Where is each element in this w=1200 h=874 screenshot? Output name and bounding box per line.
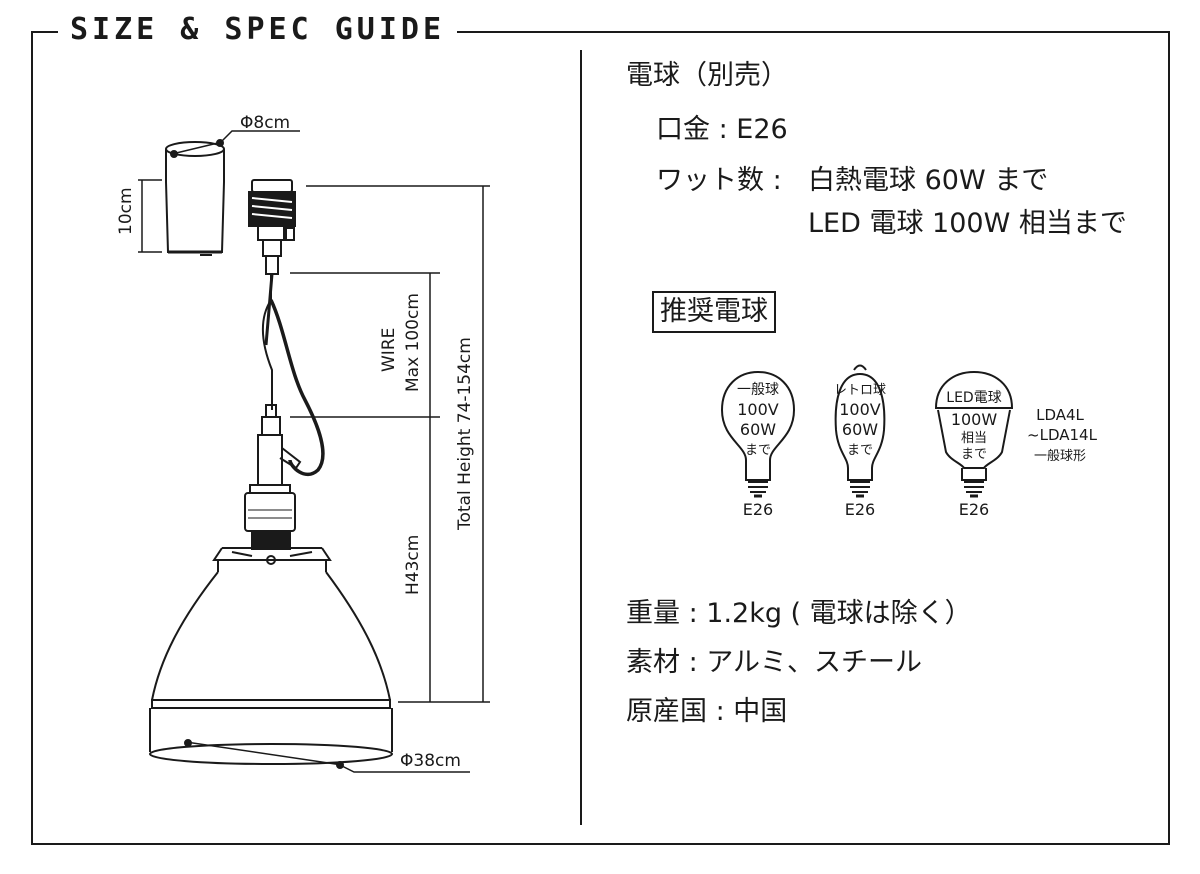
led-model-start: LDA4L: [1036, 406, 1084, 424]
bulb-standard-name: 一般球: [737, 382, 779, 398]
base-spec: 口金 : E26: [656, 114, 788, 145]
column-divider: [580, 50, 582, 825]
spec-frame: [31, 31, 1170, 845]
bulb-standard-voltage: 100V: [737, 400, 779, 419]
wattage-incandescent: 白熱電球 60W まで: [808, 165, 1049, 196]
shade-diameter-label: Φ38cm: [400, 751, 461, 771]
wattage-led: LED 電球 100W 相当まで: [808, 208, 1127, 239]
bulb-standard-watt: 60W: [740, 420, 776, 439]
weight-spec: 重量 : 1.2kg ( 電球は除く）: [626, 598, 972, 629]
bulb-retro-voltage: 100V: [839, 400, 881, 419]
wire-length-label: Max 100cm: [403, 293, 423, 392]
lamp-shade: [149, 547, 393, 765]
socket-height-label: 10cm: [116, 187, 136, 235]
bulb-retro-watt: 60W: [842, 420, 878, 439]
bulb-led-watt: 100W: [951, 410, 998, 429]
total-height-label: Total Height 74-154cm: [455, 337, 475, 531]
lamp-socket: [244, 404, 302, 550]
bulb-led-equiv: 相当: [961, 431, 987, 446]
origin-spec: 原産国 : 中国: [626, 696, 788, 727]
bulb-standard-icon: [720, 370, 796, 498]
bulb-standard-limit: まで: [745, 443, 771, 458]
wattage-label: ワット数 :: [656, 165, 782, 196]
material-spec: 素材 : アルミ、スチール: [626, 647, 922, 678]
recommended-bulbs: 一般球 100V 60W まで E26 レトロ球 100V 60W まで E26…: [720, 364, 1098, 519]
bulb-led-limit: まで: [961, 447, 987, 462]
socket-diameter-label: Φ8cm: [240, 113, 290, 133]
bulb-heading: 電球（別売）: [626, 60, 788, 91]
top-socket: [248, 179, 296, 275]
bulb-retro-base: E26: [845, 500, 875, 519]
led-model-end: ~LDA14L: [1027, 426, 1098, 444]
page-title: SIZE & SPEC GUIDE: [58, 8, 458, 52]
led-shape-note: 一般球形: [1034, 448, 1086, 464]
bulb-led-base: E26: [959, 500, 989, 519]
lamp-dimension-diagram: Φ8cm 10cm WIRE Max 100cm Total Height 74…: [116, 113, 490, 773]
ceiling-canopy: [165, 141, 225, 256]
recommended-bulb-label: 推奨電球: [652, 291, 776, 333]
wire-label: WIRE: [379, 328, 399, 372]
shade-height-label: H43cm: [403, 535, 423, 595]
bulb-led-name: LED電球: [946, 390, 1001, 406]
bulb-standard-base: E26: [743, 500, 773, 519]
bulb-retro-icon: [834, 364, 886, 498]
bulb-retro-limit: まで: [847, 443, 873, 458]
bulb-led-icon: [934, 370, 1014, 498]
bulb-retro-name: レトロ球: [834, 383, 886, 398]
